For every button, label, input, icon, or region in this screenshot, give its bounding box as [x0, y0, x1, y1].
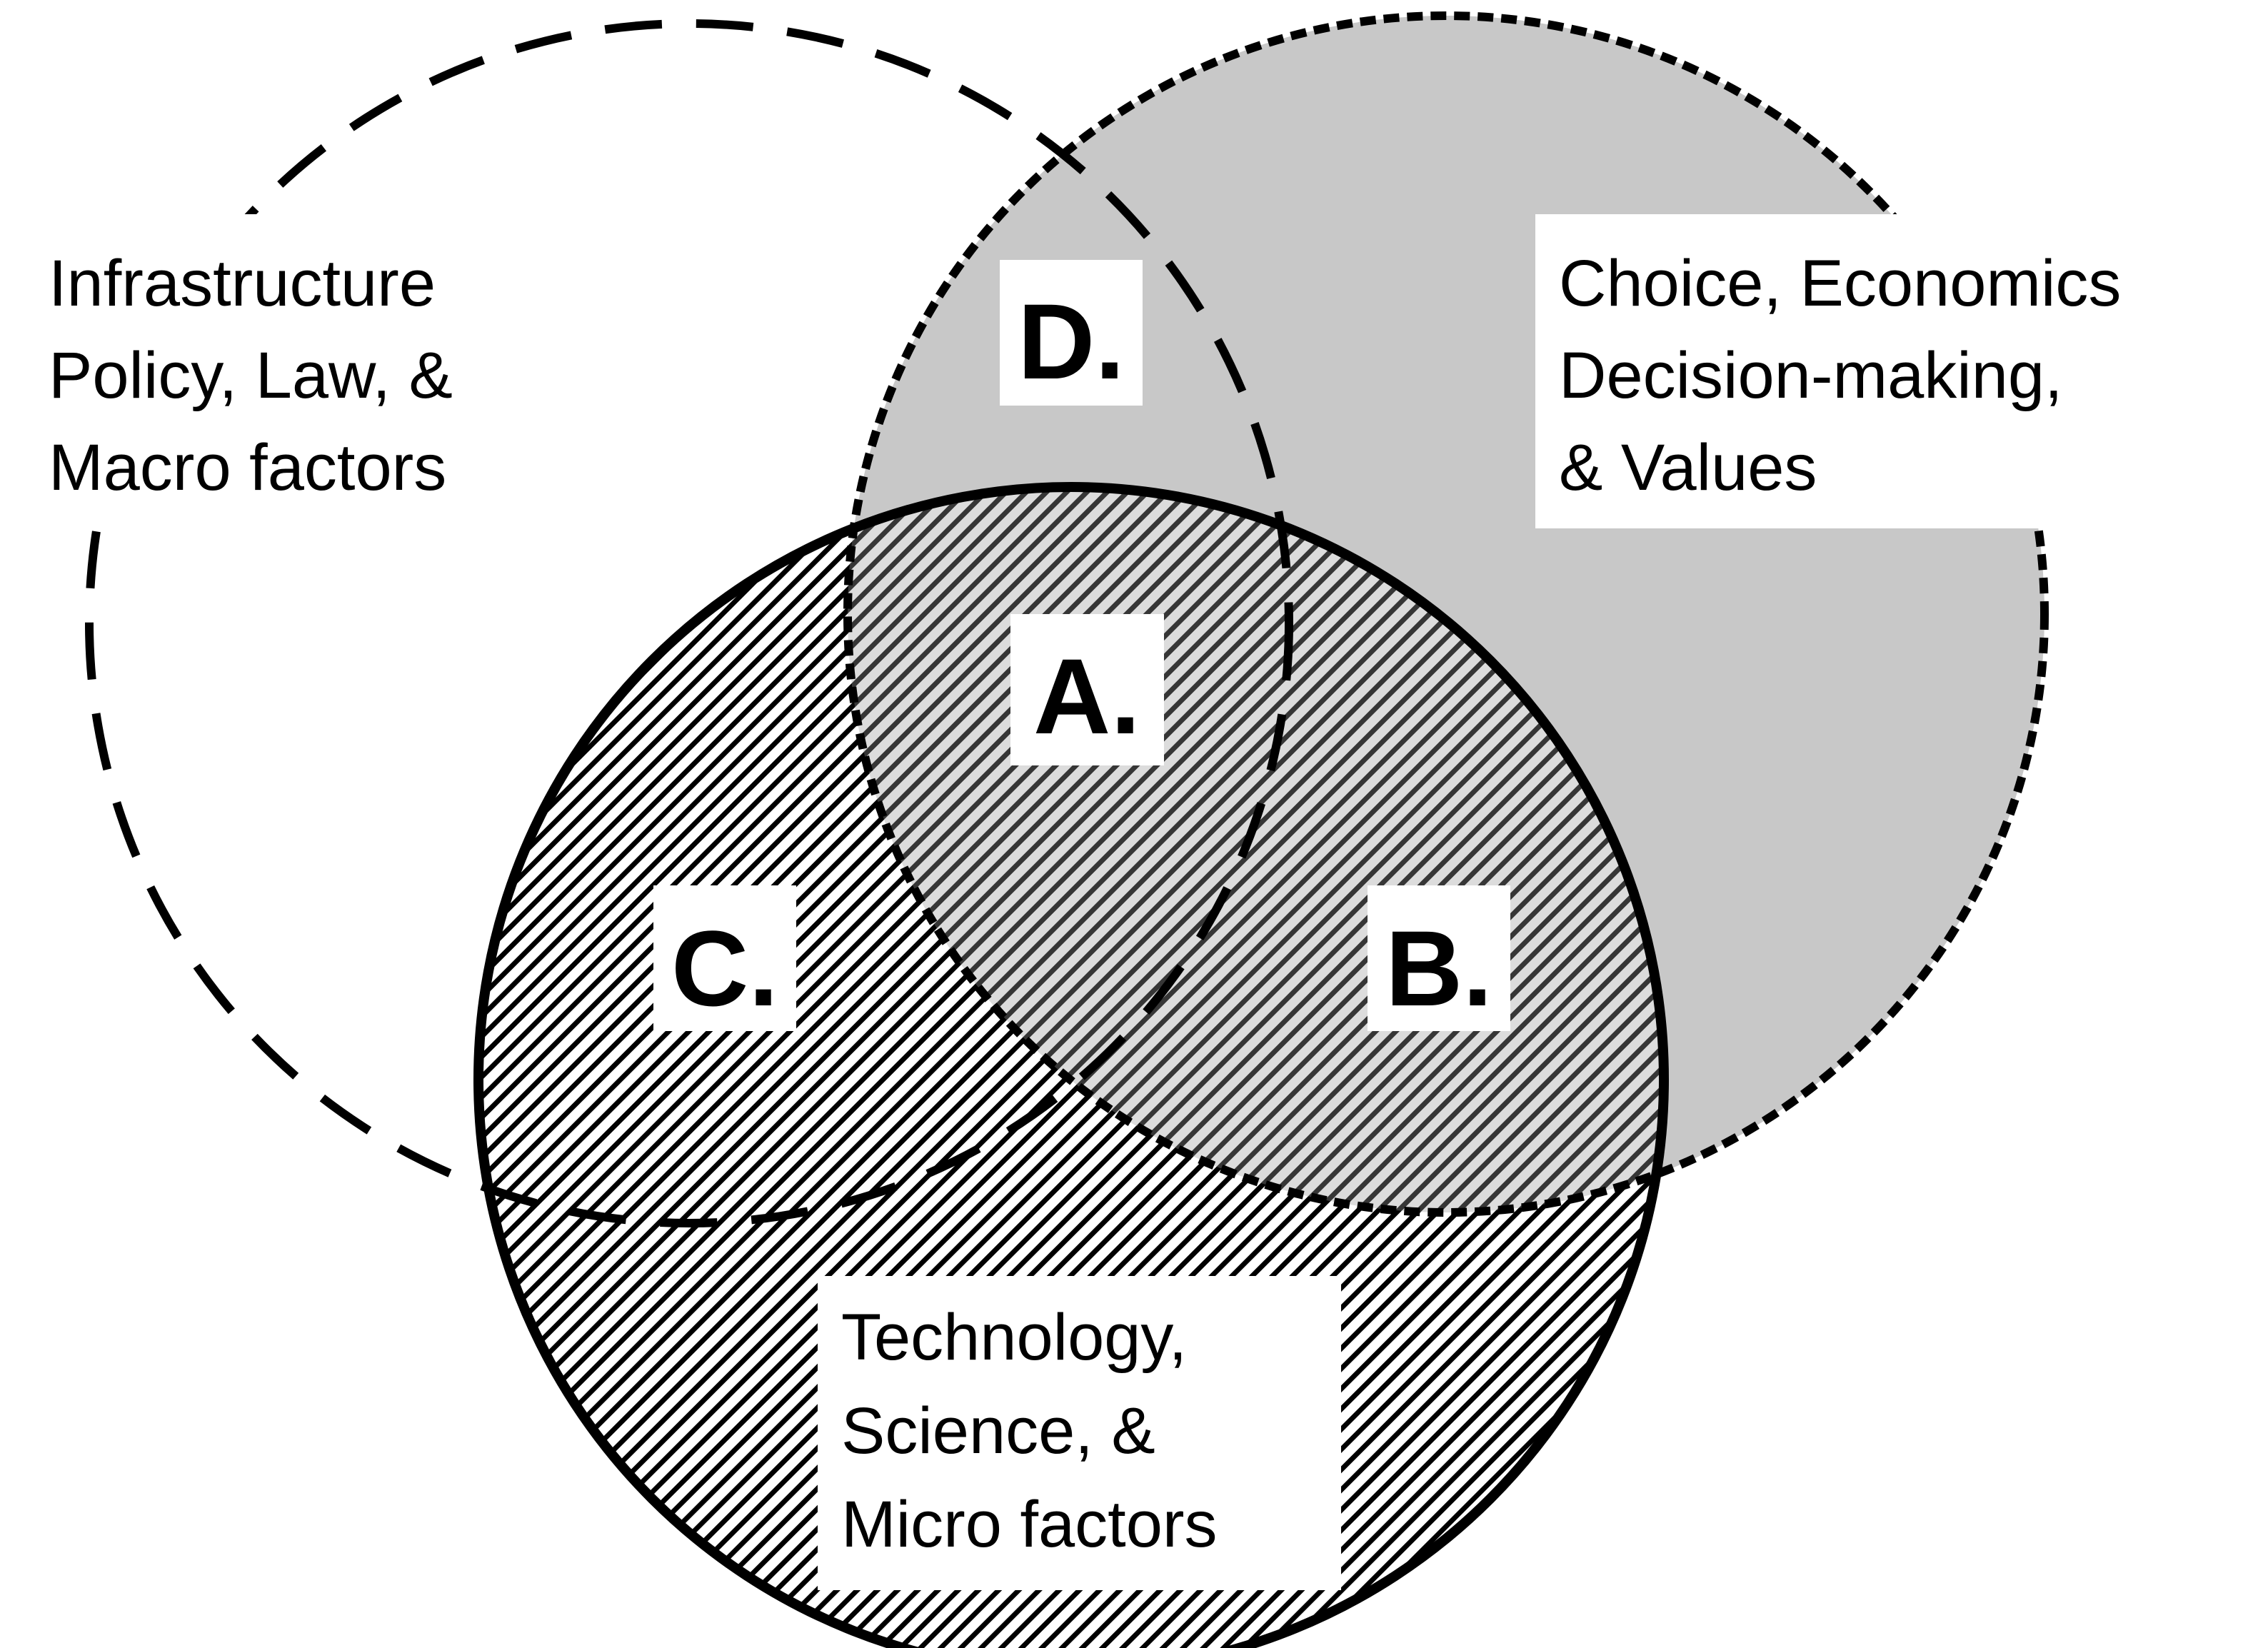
- choice-circle-outline: [843, 11, 2049, 1217]
- technology-label-bg: [818, 1276, 1341, 1590]
- technology-label: Technology, Science, & Micro factors: [841, 1301, 1218, 1561]
- region-b-label: B.: [1385, 908, 1492, 1028]
- infrastructure-label-line-2: Policy, Law, &: [49, 339, 453, 412]
- choice-label-line-1: Choice, Economics: [1559, 247, 2121, 320]
- infrastructure-label: Infrastructure Policy, Law, & Macro fact…: [49, 247, 471, 504]
- region-b-bg: [1368, 885, 1510, 1031]
- infrastructure-label-line-1: Infrastructure: [49, 247, 436, 320]
- technology-label-line-2: Science, &: [841, 1395, 1155, 1467]
- choice-label-line-2: Decision-making,: [1559, 339, 2063, 412]
- choice-label-line-3: & Values: [1559, 431, 1817, 504]
- technology-circle-fill: [478, 487, 1664, 1648]
- region-a-label: A.: [1033, 636, 1140, 756]
- region-c-label: C.: [671, 908, 778, 1028]
- technology-label-line-1: Technology,: [841, 1301, 1187, 1374]
- region-c-bg: [653, 885, 796, 1031]
- infrastructure-label-line-3: Macro factors: [49, 431, 446, 504]
- region-d-bg: [1000, 260, 1143, 406]
- technology-circle-outline: [473, 482, 1669, 1648]
- region-a-bg: [1010, 614, 1164, 765]
- infrastructure-circle-outline: [85, 19, 1293, 1227]
- infrastructure-label-bg: [36, 214, 536, 514]
- region-d-label: D.: [1018, 281, 1125, 401]
- choice-label: Choice, Economics Decision-making, & Val…: [1559, 247, 2139, 504]
- choice-label-bg: [1535, 214, 2257, 528]
- technology-label-line-3: Micro factors: [841, 1488, 1218, 1561]
